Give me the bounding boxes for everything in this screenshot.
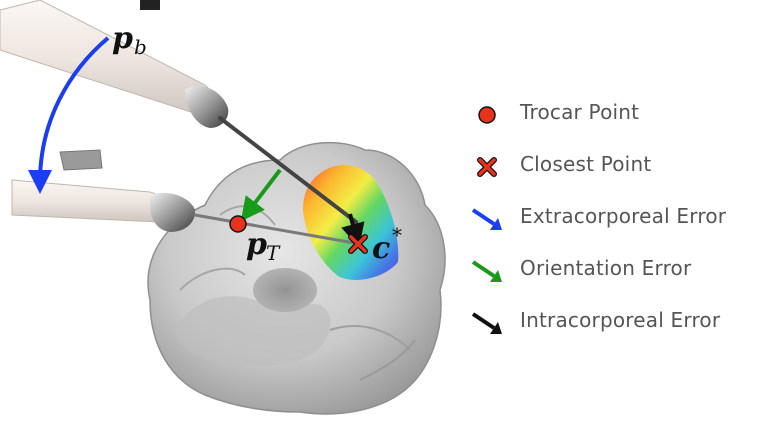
trocar-point-label: p: [246, 227, 267, 262]
blue-arrow-icon: [470, 206, 504, 232]
anatomy-mesh: [148, 143, 445, 414]
base-point-subscript: b: [134, 35, 147, 59]
lower-instrument: [12, 180, 195, 232]
legend-item-trocar-point: Trocar Point: [470, 96, 760, 148]
legend-label: Intracorporeal Error: [520, 308, 720, 332]
green-arrow-icon: [470, 258, 504, 284]
legend-item-orientation-error: Orientation Error: [470, 252, 760, 304]
black-arrow-icon: [470, 310, 504, 336]
closest-point-superscript: *: [392, 223, 402, 247]
legend-item-closest-point: Closest Point: [470, 148, 760, 200]
red-dot-icon: [470, 102, 504, 128]
trocar-point-subscript: T: [266, 241, 281, 265]
upper-instrument: [0, 0, 228, 128]
red-cross-icon: [470, 154, 504, 180]
legend-label: Orientation Error: [520, 256, 691, 280]
legend-label: Trocar Point: [520, 100, 639, 124]
trocar-point-marker: [230, 216, 246, 232]
base-point-label: p: [112, 21, 133, 56]
legend-item-extracorporeal-error: Extracorporeal Error: [470, 200, 760, 252]
legend-label: Closest Point: [520, 152, 651, 176]
legend: Trocar Point Closest Point Extracorporea…: [470, 96, 760, 356]
legend-label: Extracorporeal Error: [520, 204, 726, 228]
legend-item-intracorporeal-error: Intracorporeal Error: [470, 304, 760, 356]
instrument-clip: [60, 150, 102, 170]
closest-point-label: c: [372, 231, 390, 266]
